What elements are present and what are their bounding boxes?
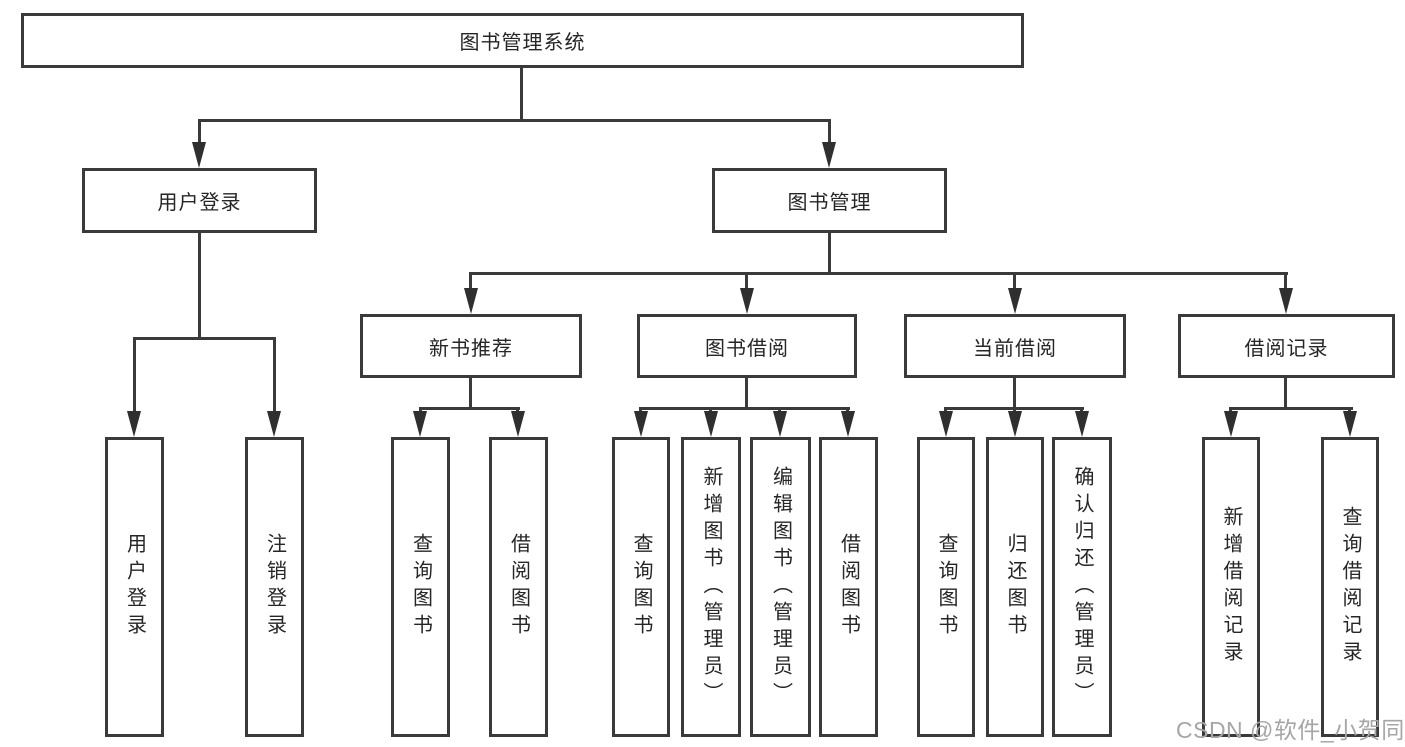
connector-line xyxy=(1013,272,1016,292)
leaf-label: 查询图书 xyxy=(935,533,957,641)
connector-line xyxy=(133,337,276,340)
leaf-label: 注销登录 xyxy=(263,533,286,641)
leaf-logout: 注销登录 xyxy=(245,437,304,737)
leaf-edit-books-admin: 编辑图书（管理员） xyxy=(750,437,811,737)
connector-line xyxy=(419,407,520,410)
leaf-borrow-books-recommend: 借阅图书 xyxy=(489,437,548,737)
leaf-add-borrow-record: 新增借阅记录 xyxy=(1202,437,1260,737)
leaf-label: 借阅图书 xyxy=(837,533,860,641)
connector-line xyxy=(469,272,1288,275)
leaf-label: 用户登录 xyxy=(123,533,146,641)
arrow-down-icon xyxy=(1008,411,1022,437)
leaf-query-books-recommend: 查询图书 xyxy=(391,437,450,737)
node-label: 图书管理 xyxy=(787,192,872,214)
node-new-book-recommend: 新书推荐 xyxy=(360,314,582,378)
connector-line xyxy=(1229,407,1353,410)
node-label: 图书借阅 xyxy=(705,337,789,360)
connector-line xyxy=(828,119,831,149)
leaf-user-login: 用户登录 xyxy=(105,437,164,737)
arrow-down-icon xyxy=(634,411,648,437)
node-borrowing-records: 借阅记录 xyxy=(1178,314,1395,378)
node-root: 图书管理系统 xyxy=(21,13,1024,68)
node-label: 当前借阅 xyxy=(973,337,1057,360)
leaf-label: 借阅图书 xyxy=(507,533,530,641)
leaf-borrow-books: 借阅图书 xyxy=(819,437,878,737)
arrow-down-icon xyxy=(1343,411,1357,437)
arrow-down-icon xyxy=(413,411,427,437)
connector-line xyxy=(1013,378,1016,410)
leaf-label: 归还图书 xyxy=(1004,533,1026,641)
arrow-down-icon xyxy=(1008,288,1022,314)
node-label: 用户登录 xyxy=(157,192,242,214)
leaf-label: 编辑图书（管理员） xyxy=(769,465,792,709)
node-book-management: 图书管理 xyxy=(712,168,947,233)
connector-line xyxy=(469,272,472,292)
arrow-down-icon xyxy=(511,411,525,437)
connector-line xyxy=(273,337,276,415)
arrow-down-icon xyxy=(704,411,718,437)
leaf-label: 新增借阅记录 xyxy=(1220,506,1242,668)
arrow-down-icon xyxy=(773,411,787,437)
arrow-down-icon xyxy=(464,288,478,314)
arrow-down-icon xyxy=(740,288,754,314)
node-label: 新书推荐 xyxy=(429,337,513,360)
connector-line xyxy=(639,407,850,410)
node-label: 图书管理系统 xyxy=(459,32,586,54)
leaf-query-books-current: 查询图书 xyxy=(917,437,975,737)
connector-line xyxy=(133,337,136,415)
connector-line xyxy=(198,233,201,340)
arrow-down-icon xyxy=(939,411,953,437)
watermark: CSDN @软件_小贺同学 xyxy=(1176,717,1405,743)
leaf-label: 查询借阅记录 xyxy=(1339,506,1361,668)
arrow-down-icon xyxy=(841,411,855,437)
node-user-login: 用户登录 xyxy=(82,168,317,233)
connector-line xyxy=(745,378,748,410)
leaf-query-borrow-record: 查询借阅记录 xyxy=(1321,437,1379,737)
leaf-query-books-borrow: 查询图书 xyxy=(612,437,670,737)
arrow-down-icon xyxy=(267,411,281,437)
connector-line xyxy=(198,119,831,122)
connector-line xyxy=(745,272,748,292)
arrow-down-icon xyxy=(822,142,836,168)
arrow-down-icon xyxy=(1075,411,1089,437)
leaf-add-books-admin: 新增图书（管理员） xyxy=(681,437,741,737)
node-book-borrowing: 图书借阅 xyxy=(637,314,857,378)
leaf-label: 新增图书（管理员） xyxy=(700,465,722,709)
connector-line xyxy=(828,233,831,275)
connector-line xyxy=(520,68,523,121)
leaf-return-books: 归还图书 xyxy=(986,437,1044,737)
leaf-confirm-return-admin: 确认归还（管理员） xyxy=(1052,437,1112,737)
arrow-down-icon xyxy=(127,411,141,437)
arrow-down-icon xyxy=(1224,411,1238,437)
connector-line xyxy=(1284,378,1287,410)
node-current-borrowing: 当前借阅 xyxy=(904,314,1126,378)
leaf-label: 查询图书 xyxy=(630,533,652,641)
arrow-down-icon xyxy=(192,142,206,168)
leaf-label: 确认归还（管理员） xyxy=(1071,465,1093,709)
connector-line xyxy=(1284,272,1287,292)
connector-line xyxy=(469,378,472,410)
node-label: 借阅记录 xyxy=(1244,337,1329,360)
leaf-label: 查询图书 xyxy=(409,533,432,641)
arrow-down-icon xyxy=(1279,288,1293,314)
connector-line xyxy=(198,119,201,149)
